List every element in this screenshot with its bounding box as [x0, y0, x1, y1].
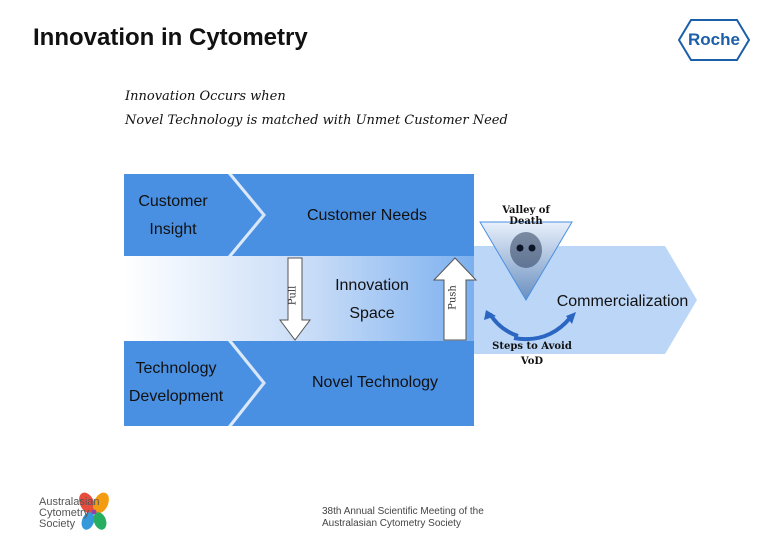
roche-logo-icon	[677, 19, 751, 61]
butterfly-logo-icon	[79, 492, 109, 530]
society-logo-line-2: Cytometry	[39, 507, 90, 519]
customer-insight-shape	[124, 174, 262, 256]
steps-to-avoid-label-2: VoD	[520, 356, 544, 367]
subtitle-line-2: Novel Technology is matched with Unmet C…	[125, 113, 508, 128]
society-logo-line-1: Australasian	[39, 496, 100, 508]
society-logo-text: Australasian Cytometry Society	[39, 497, 100, 530]
commercialization-label: Commercialization	[556, 293, 689, 310]
roche-logo-text: Roche	[688, 30, 740, 49]
push-arrow	[432, 257, 478, 341]
customer-insight-label-2: Insight	[149, 221, 197, 238]
innovation-space-label-2: Space	[349, 305, 395, 322]
meeting-line-2: Australasian Cytometry Society	[322, 518, 461, 529]
customer-insight-label-1: Customer	[138, 193, 208, 210]
novel-technology-label: Novel Technology	[311, 374, 438, 391]
steps-to-avoid-label-1: Steps to Avoid	[492, 341, 572, 352]
novel-technology-shape	[232, 341, 474, 426]
pull-arrow	[279, 257, 311, 341]
society-logo-line-3: Society	[39, 518, 76, 530]
page-title: Innovation in Cytometry	[33, 24, 308, 51]
avoid-vod-curve-right-icon	[513, 316, 572, 342]
innovation-space-label-1: Innovation	[335, 277, 409, 294]
meeting-line-1: 38th Annual Scientific Meeting of the	[322, 506, 484, 517]
pull-label: Pull	[287, 285, 299, 306]
valley-of-death-label: Valley of Death	[502, 205, 550, 227]
customer-needs-shape	[232, 174, 474, 256]
customer-needs-label: Customer Needs	[306, 207, 428, 224]
push-label: Push	[447, 285, 459, 310]
technology-development-shape	[124, 341, 262, 426]
meeting-text: 38th Annual Scientific Meeting of the Au…	[322, 506, 484, 530]
technology-development-label-1: Technology	[135, 360, 217, 377]
technology-development-label-2: Development	[128, 388, 224, 405]
subtitle-line-1: Innovation Occurs when	[125, 89, 286, 104]
